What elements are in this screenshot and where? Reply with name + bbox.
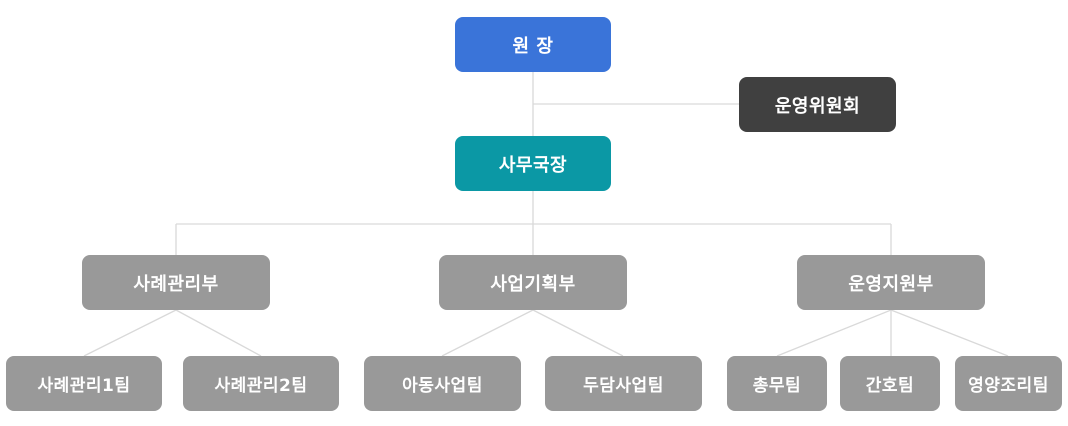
connector-team-3	[441, 309, 534, 357]
director-label: 원 장	[512, 35, 554, 57]
connector-team-1	[83, 309, 177, 357]
department-box-case-management: 사례관리부	[82, 255, 270, 310]
secretary-box: 사무국장	[455, 136, 611, 191]
department-box-project-planning: 사업기획부	[439, 255, 627, 310]
department-label: 사례관리부	[133, 273, 219, 295]
secretary-label: 사무국장	[498, 154, 568, 176]
committee-label: 운영위원회	[774, 95, 861, 117]
department-label: 운영지원부	[848, 273, 934, 295]
connector-team-2	[175, 309, 262, 357]
team-box-case-management-2: 사례관리2팀	[183, 356, 339, 411]
team-box-general-affairs: 총무팀	[727, 356, 827, 411]
connector-team-7	[890, 309, 1009, 357]
team-box-nutrition-cooking: 영양조리팀	[955, 356, 1062, 411]
team-label: 총무팀	[752, 376, 802, 396]
team-box-case-management-1: 사례관리1팀	[6, 356, 162, 411]
team-label: 사례관리1팀	[37, 376, 131, 396]
department-label: 사업기획부	[490, 273, 576, 295]
connector-team-5	[776, 309, 892, 357]
committee-box: 운영위원회	[739, 77, 896, 132]
team-box-child-projects: 아동사업팀	[364, 356, 521, 411]
team-label: 간호팀	[865, 376, 915, 396]
team-box-nursing: 간호팀	[840, 356, 940, 411]
team-label: 아동사업팀	[402, 376, 483, 396]
connector-team-4	[532, 309, 624, 357]
team-label: 사례관리2팀	[214, 376, 308, 396]
team-label: 영양조리팀	[968, 376, 1049, 396]
team-box-dudam-projects: 두담사업팀	[545, 356, 702, 411]
director-box: 원 장	[455, 17, 611, 72]
department-box-operations-support: 운영지원부	[797, 255, 985, 310]
team-label: 두담사업팀	[583, 376, 664, 396]
